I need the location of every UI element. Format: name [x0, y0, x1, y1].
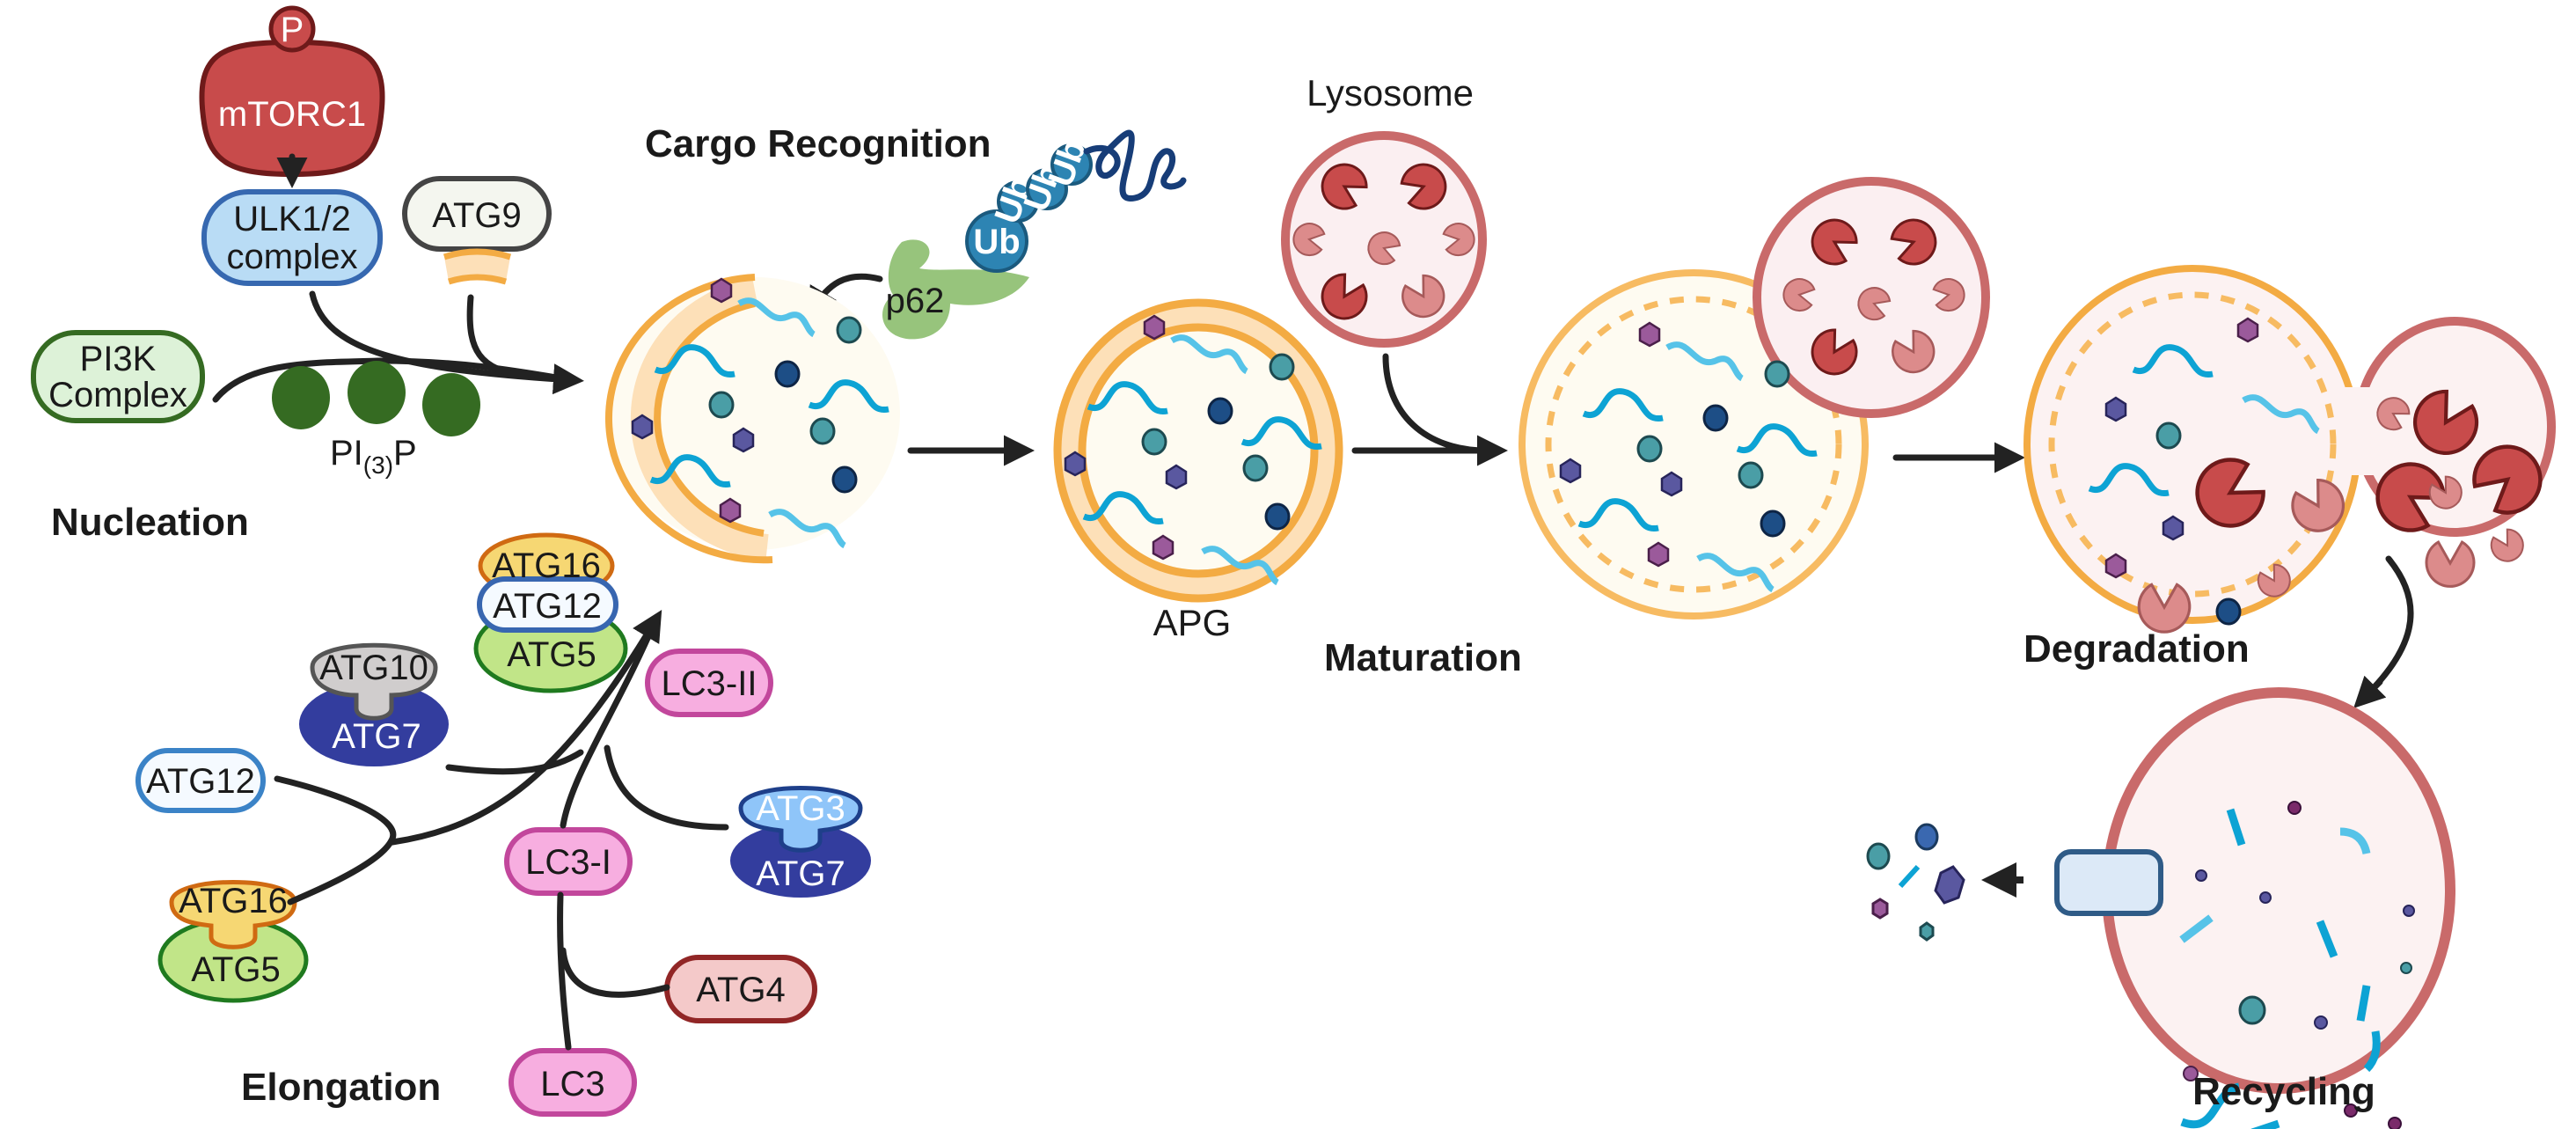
pi3p-dot-icon	[422, 373, 480, 436]
degraded-fragments	[2179, 808, 2381, 1129]
pi3p-dot-icon	[348, 361, 406, 424]
atg10-atg7-complex: ATG10 ATG7	[299, 642, 449, 766]
lysosome-label: Lysosome	[1306, 72, 1474, 114]
nucleation-arrows	[212, 290, 584, 403]
ulk-complex-node: ULK1/2 complex	[201, 189, 383, 286]
atg3-label: ATG3	[756, 789, 845, 828]
arrow-head	[2353, 675, 2387, 708]
recycled-nutrients	[1866, 823, 1965, 942]
atg16-b-label: ATG16	[179, 882, 288, 920]
atg3-atg7-complex: ATG3 ATG7	[730, 786, 871, 898]
pi3p-dot-icon	[272, 366, 330, 429]
atg16-atg12-atg5-complex: ATG16 ATG12 ATG5	[473, 532, 628, 693]
stage-label-elongation: Elongation	[241, 1066, 441, 1109]
lc3-i-label: LC3-I	[525, 843, 611, 882]
lc3-label: LC3	[540, 1065, 604, 1103]
p62-ubiquitin-complex: p62 Ub Ub Ub Ub	[882, 129, 1187, 340]
atg16-label: ATG16	[492, 546, 601, 585]
lc3-ii-label: LC3-II	[662, 664, 757, 703]
phospho-label: P	[281, 11, 304, 49]
degradation-to-recycling-arrow	[2363, 555, 2414, 699]
p62-label: p62	[886, 282, 945, 320]
pi3k-label-line2: Complex	[48, 376, 187, 414]
lysosome-fusion-arrow	[1382, 353, 1490, 454]
atg16-atg5-complex: ATG16 ATG5	[157, 880, 309, 1003]
mtorc1-node: P mTORC1	[199, 5, 385, 178]
autolysosome-fusing	[1519, 177, 1990, 619]
ulk-label-line2: complex	[227, 238, 358, 276]
atg10-label: ATG10	[319, 649, 428, 687]
atg4-label: ATG4	[696, 971, 786, 1009]
phospho-icon	[268, 5, 316, 53]
misfolded-protein-icon	[1083, 129, 1187, 202]
lc3-node: LC3	[509, 1048, 637, 1117]
atg5-b-label: ATG5	[191, 950, 281, 989]
autophagosome-apg	[1053, 298, 1343, 603]
lc3-i-node: LC3-I	[504, 827, 633, 896]
stage-label-maturation: Maturation	[1324, 636, 1522, 679]
atg4-node: ATG4	[664, 955, 817, 1023]
atg12-node: ATG12	[135, 748, 266, 813]
stage-label-degradation: Degradation	[2023, 627, 2250, 671]
pi3k-label-line1: PI3K	[80, 340, 157, 378]
stage-label-cargo-recognition: Cargo Recognition	[645, 122, 992, 165]
stage-label-recycling: Recycling	[2192, 1070, 2375, 1113]
atg12-single-label: ATG12	[146, 762, 255, 801]
ubiquitin-icon	[965, 209, 1028, 273]
atg12-label: ATG12	[493, 587, 602, 626]
ubiquitin-icon	[1026, 168, 1068, 210]
ulk-label-line1: ULK1/2	[233, 200, 350, 238]
atg9-node: ATG9	[402, 176, 552, 285]
phagophore	[605, 274, 900, 564]
membrane-fragment-icon	[443, 248, 512, 285]
atg7-label: ATG7	[332, 717, 421, 756]
autolysosome-degrading	[2023, 265, 2554, 634]
pi3p-label: PI(3)P	[330, 434, 417, 479]
pi3p-molecules: PI(3)P	[272, 361, 480, 479]
atg9-label: ATG9	[432, 196, 522, 235]
lysosome	[1281, 131, 1487, 348]
lc3-ii-node: LC3-II	[645, 649, 773, 717]
pi3k-complex-node: PI3K Complex	[31, 330, 205, 423]
mtorc1-label: mTORC1	[218, 95, 366, 134]
p62-icon	[882, 239, 1029, 340]
atg7-b-label: ATG7	[756, 854, 845, 893]
stage-label-nucleation: Nucleation	[51, 501, 249, 544]
ub-label: Ub	[973, 223, 1020, 261]
apg-label: APG	[1153, 602, 1232, 643]
ubiquitin-icon	[1050, 143, 1093, 186]
elongation-arrows	[274, 609, 729, 1051]
atg5-label: ATG5	[507, 635, 596, 674]
